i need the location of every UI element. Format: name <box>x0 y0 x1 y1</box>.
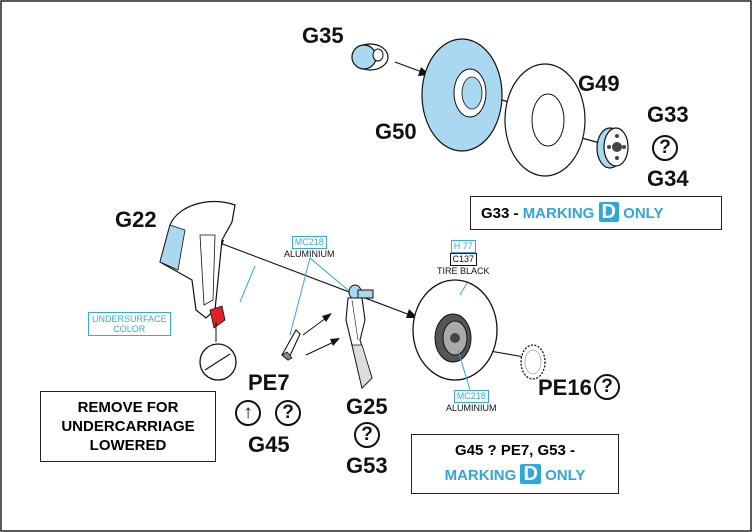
part-label-g50: G50 <box>375 119 417 144</box>
part-g25-strut-drawing <box>345 284 374 390</box>
paint-callout-undersurface: UNDERSURFACE COLOR <box>88 312 171 336</box>
part-g33-hub-drawing <box>596 127 629 169</box>
paint-code-mc218: MC218 <box>453 390 489 403</box>
part-label-g25: G25 <box>346 394 388 419</box>
note-g33-marking-word: MARKING <box>522 205 595 222</box>
paint-code-c137: C137 <box>449 253 478 266</box>
note-g45-line1: G45 ? PE7, G53 - <box>454 442 576 459</box>
main-wheel-drawing <box>412 279 498 381</box>
part-g22-drawing <box>159 200 236 342</box>
note-g45-marking: G45 ? PE7, G53 - MARKING D ONLY <box>411 434 619 494</box>
paint-code-mc218: MC218 <box>291 236 327 249</box>
note-g45-marking-word: MARKING <box>444 467 517 484</box>
part-label-g35: G35 <box>302 23 344 48</box>
part-g35-drawing <box>351 43 389 71</box>
note-g45-only: ONLY <box>545 467 586 484</box>
part-g49-drawing <box>504 63 586 177</box>
part-label-pe16: PE16 <box>538 375 592 400</box>
part-label-g45: G45 <box>248 432 290 457</box>
main-assembly-line <box>211 239 419 319</box>
question-mark-icon: ? <box>275 400 301 426</box>
part-label-pe7: PE7 <box>248 370 290 395</box>
part-g50-drawing <box>421 38 503 152</box>
part-label-g33: G33 <box>647 102 689 127</box>
paint-name-aluminium: ALUMINIUM <box>284 249 335 259</box>
note-g45-line2: MARKING D ONLY <box>412 464 618 484</box>
cut-indicator <box>199 343 237 381</box>
question-mark-icon: ? <box>594 374 620 400</box>
paint-callout-tire: H 77 C137 TIRE BLACK <box>437 240 490 276</box>
marking-d-badge: D <box>598 202 619 222</box>
note-g33-only: ONLY <box>623 205 664 222</box>
paint-callout-hub: MC218 ALUMINIUM <box>446 390 497 413</box>
part-label-g49: G49 <box>578 71 620 96</box>
paint-callout-strut: MC218 ALUMINIUM <box>284 236 335 259</box>
part-pe7-drawing <box>281 329 301 361</box>
note-g33-prefix: G33 - <box>481 205 523 222</box>
part-label-g53: G53 <box>346 453 388 478</box>
part-label-g22: G22 <box>115 207 157 232</box>
question-mark-icon: ? <box>652 135 678 161</box>
paint-name-tire-black: TIRE BLACK <box>437 266 490 276</box>
part-label-g34: G34 <box>647 166 689 191</box>
note-remove-for-undercarriage: REMOVE FOR UNDERCARRIAGE LOWERED <box>40 391 216 462</box>
paint-name-aluminium: ALUMINIUM <box>446 403 497 413</box>
note-g33-marking: G33 - MARKING D ONLY <box>470 196 722 230</box>
arrow-up-icon: ↑ <box>235 400 261 426</box>
part-pe16-drawing <box>520 344 546 380</box>
marking-d-badge: D <box>520 464 541 484</box>
paint-code-h77: H 77 <box>450 240 476 253</box>
paint-code-undersurface: UNDERSURFACE COLOR <box>88 312 171 336</box>
question-mark-icon: ? <box>354 422 380 448</box>
